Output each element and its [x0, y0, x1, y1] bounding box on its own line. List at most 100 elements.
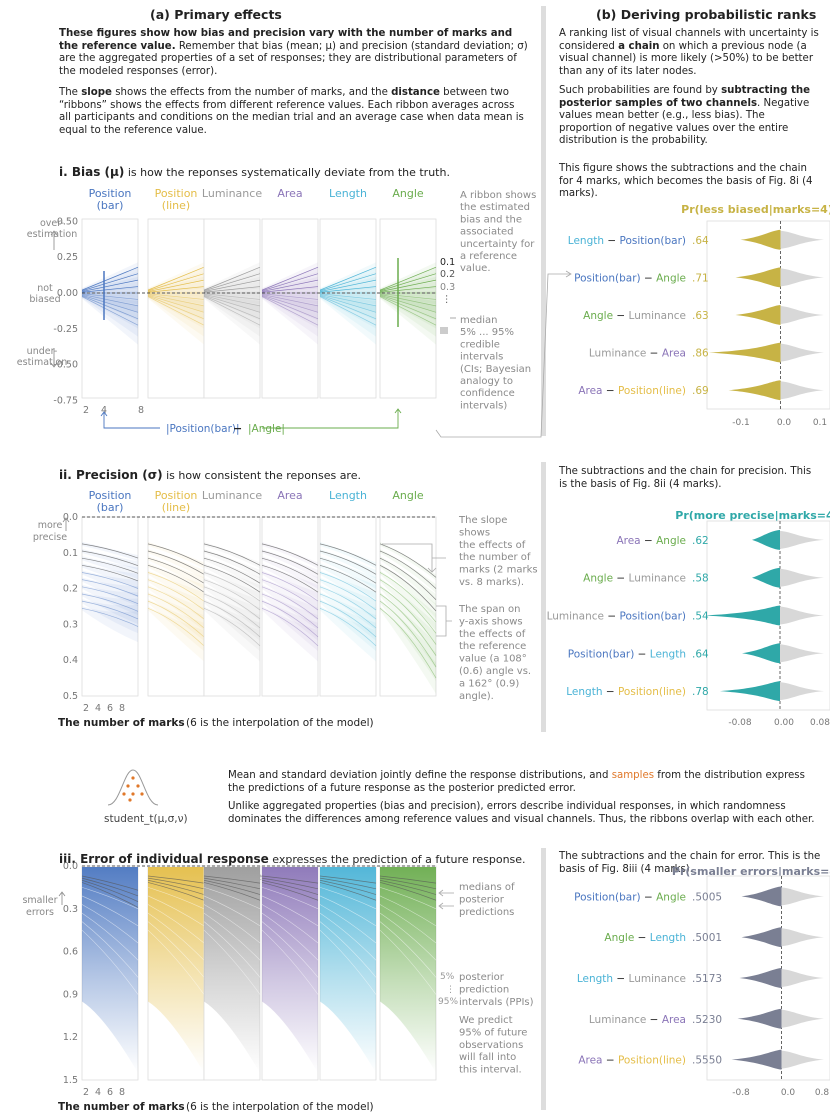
ribbon-median [81, 579, 139, 597]
ribbon-median [81, 279, 139, 292]
ribbon-band [204, 293, 260, 337]
channel-header: Length [329, 187, 367, 200]
heading-primary-effects: (a) Primary effects [150, 7, 282, 22]
slope-note: shows [459, 527, 490, 538]
bias-xtick: 4 [101, 405, 107, 416]
predict-note: observations [459, 1040, 523, 1051]
ribbon-band [380, 591, 436, 669]
ribbon-band [380, 570, 436, 631]
bias-ytick: -0.50 [53, 360, 78, 371]
ribbon-median [147, 586, 205, 620]
ribbon-median [379, 273, 437, 292]
slope-note: marks (2 marks [459, 565, 538, 576]
ribbon-band [82, 577, 138, 607]
ribbon-band [380, 556, 436, 606]
arrow-down-icon [427, 567, 437, 573]
sample-dot [122, 792, 126, 796]
ppi-line [147, 929, 205, 995]
ribbon-median [147, 564, 205, 593]
bias-not-label: not [37, 283, 53, 294]
bias-legend-note: value. [460, 263, 491, 274]
ribbon-band [82, 584, 138, 616]
arrow-up-icon [58, 891, 66, 905]
ribbon-median [379, 266, 437, 291]
precision-panel [319, 516, 377, 697]
ppi-band [262, 867, 318, 1073]
arrow-right-icon [565, 270, 572, 278]
ribbon-band [320, 541, 376, 569]
ribbon-median [261, 593, 319, 629]
ribbon-median [319, 877, 377, 890]
pr-title: Pr(more precise|marks=4) [675, 509, 830, 522]
precision-panel [81, 516, 139, 697]
pr-row-label: Luminance − Area [589, 348, 686, 360]
violin-negative [708, 342, 781, 363]
span-note: the effects of [459, 629, 526, 640]
ribbon-band [320, 294, 376, 345]
ribbon-median [319, 543, 377, 566]
slope-note: vs. 8 marks). [459, 577, 524, 588]
ribbon-band [262, 577, 318, 621]
error-median-note: predictions [459, 907, 514, 918]
error-ytick: 1.2 [63, 1032, 78, 1043]
ribbon-median [203, 579, 261, 611]
ppi-line [147, 895, 205, 927]
ribbon-median [261, 579, 319, 611]
precision-panel [261, 516, 319, 697]
ribbon-median [203, 572, 261, 602]
pr-error-note: The subtractions and the chain for error… [559, 851, 821, 875]
ribbon-median [261, 875, 319, 884]
ribbon-band [148, 563, 204, 600]
ribbon-median [203, 557, 261, 584]
bias-median-note: intervals) [460, 400, 507, 411]
bracket-left [103, 413, 160, 429]
violin-negative [737, 1008, 782, 1029]
diff-minus: − [233, 422, 242, 435]
pr-xtick: 0.8 [815, 1088, 830, 1098]
pr-row-label: Position(bar) − Angle [574, 891, 686, 903]
ppi-line [81, 929, 139, 995]
ppi-line [203, 921, 261, 978]
intro-primary-p2: The slope shows the effects from the num… [59, 87, 524, 136]
ribbon-median [261, 293, 319, 300]
smaller-errors-label: errors [26, 907, 54, 918]
bias-ytick: 0.50 [57, 216, 78, 227]
violin-negative [735, 305, 781, 325]
ppi-line [379, 887, 437, 910]
sample-dot [136, 784, 140, 788]
violin-positive [781, 928, 824, 947]
channel-header: Position [155, 489, 198, 502]
ribbon-median [319, 293, 377, 300]
ribbon-median [319, 294, 377, 307]
error-xtick: 4 [95, 1087, 101, 1098]
ribbon-median [203, 294, 261, 313]
pr-row-label: Area − Position(line) [578, 1055, 686, 1067]
precision-panel [203, 516, 261, 697]
violin-positive [781, 887, 824, 906]
ppi-line [379, 929, 437, 995]
ribbon-band [380, 294, 436, 345]
pr-row-label: Luminance − Area [589, 1014, 686, 1026]
ribbon-median [319, 266, 377, 291]
ribbon-median [81, 586, 139, 605]
ppi-line [203, 929, 261, 995]
arrow-up-icon [100, 411, 108, 417]
predict-note: We predict [459, 1015, 513, 1026]
ribbon-band [380, 599, 436, 682]
pr-probability: .62 [692, 535, 709, 547]
ribbon-median [203, 882, 261, 901]
ppi-line [379, 912, 437, 961]
arrow-up-icon [62, 517, 70, 531]
ribbon-band [262, 293, 318, 337]
ribbon-median [319, 564, 377, 593]
ribbon-median [81, 593, 139, 612]
bias-median-note: (CIs; Bayesian [460, 364, 531, 375]
violin-positive [780, 268, 824, 287]
ribbon-median [319, 296, 377, 326]
sample-dot [126, 784, 130, 788]
ribbon-median [81, 877, 139, 897]
ppi-line [81, 887, 139, 910]
ppi-line [319, 887, 377, 910]
bias-over-label: estimation [27, 229, 77, 240]
ribbon-median [203, 550, 261, 575]
